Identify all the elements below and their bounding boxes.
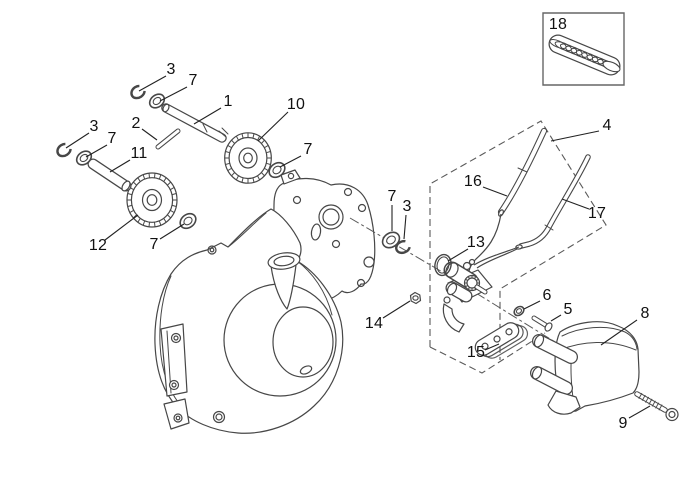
washer-7e <box>380 229 403 251</box>
gear-12 <box>127 173 177 227</box>
callout-15-leader <box>485 344 499 350</box>
callout-7a: 7 <box>188 72 198 89</box>
callout-3c: 3 <box>402 198 412 215</box>
pipe-16 <box>498 131 544 217</box>
plate-bolt-hole <box>288 173 293 178</box>
pump-worm-sector <box>443 304 464 332</box>
circlip-3c <box>394 239 411 255</box>
callout-3b-leader <box>66 133 89 148</box>
callout-6-leader <box>524 301 540 309</box>
pump-cover-8 <box>531 322 639 414</box>
callout-17: 17 <box>587 205 607 222</box>
pin-2 <box>158 131 178 147</box>
callout-5: 5 <box>563 301 573 318</box>
callout-9-leader <box>629 406 650 418</box>
callout-10-leader <box>258 112 288 141</box>
shaft-11 <box>93 164 132 192</box>
washer-7d <box>177 211 198 232</box>
callout-7e: 7 <box>387 188 397 205</box>
callout-16-leader <box>483 187 507 196</box>
circlip-3b <box>55 141 73 158</box>
callout-3c-leader <box>404 215 406 239</box>
callout-2: 2 <box>131 115 141 132</box>
gear-10 <box>225 133 272 183</box>
inset-box-18 <box>543 13 624 85</box>
callout-17-leader <box>562 199 589 209</box>
circlip-3a <box>129 83 147 100</box>
callout-3a: 3 <box>166 61 176 78</box>
callout-1-leader <box>194 108 221 124</box>
callout-8: 8 <box>640 305 650 322</box>
callout-13: 13 <box>466 234 486 251</box>
callout-5-leader <box>551 315 561 321</box>
callout-7d: 7 <box>149 236 159 253</box>
callout-12: 12 <box>88 237 108 254</box>
nut-14 <box>411 293 421 304</box>
washer-6 <box>512 305 525 318</box>
crankcase-cover <box>155 209 343 433</box>
callout-7b-leader <box>86 145 107 157</box>
spring-18 <box>549 38 622 74</box>
callout-14: 14 <box>364 315 384 332</box>
oil-funnel <box>271 265 296 309</box>
callout-3b: 3 <box>89 118 99 135</box>
callout-6: 6 <box>542 287 552 304</box>
callout-15: 15 <box>466 344 486 361</box>
callout-7b: 7 <box>107 130 117 147</box>
callout-7c: 7 <box>303 141 313 158</box>
callout-11: 11 <box>130 145 148 162</box>
callout-9: 9 <box>618 415 628 432</box>
callout-10: 10 <box>286 96 306 113</box>
screw-9 <box>637 393 678 420</box>
callout-8-leader <box>601 320 637 345</box>
callout-7a-leader <box>160 87 187 101</box>
callout-18: 18 <box>548 16 568 33</box>
o-ring-13 <box>433 253 453 277</box>
washer-7a <box>147 91 167 110</box>
callout-7c-leader <box>280 156 301 167</box>
oil-pump-assembly <box>443 260 492 333</box>
leader-lines <box>66 76 650 418</box>
callout-1: 1 <box>223 93 233 110</box>
callout-3a-leader <box>139 76 166 91</box>
callout-16: 16 <box>463 173 483 190</box>
callout-4-leader <box>551 131 599 141</box>
center-lines <box>350 218 668 412</box>
washers <box>74 91 526 317</box>
callout-7d-leader <box>160 224 184 239</box>
callout-4: 4 <box>602 117 612 134</box>
bolt-5 <box>534 318 553 332</box>
washer-7b <box>74 148 94 167</box>
shaft-1 <box>162 103 228 138</box>
callout-13-leader <box>448 249 468 261</box>
callout-2-leader <box>142 129 157 140</box>
assembly-region-outline <box>430 121 606 373</box>
snap-rings <box>55 83 412 255</box>
callout-14-leader <box>383 301 410 318</box>
callout-12-leader <box>105 215 138 240</box>
callout-11-leader <box>110 160 130 172</box>
